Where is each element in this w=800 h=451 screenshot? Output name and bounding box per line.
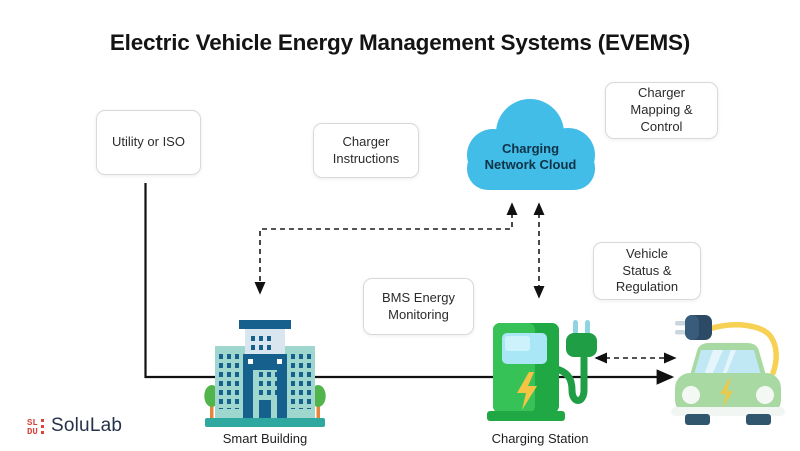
smart-building-icon	[203, 318, 327, 430]
solulab-logo: SL DU SoluLab	[27, 415, 122, 437]
svg-text:SL: SL	[27, 418, 38, 428]
electric-car-icon	[663, 303, 790, 425]
cloud-icon	[467, 99, 595, 190]
charging-network-cloud: Charging Network Cloud	[458, 95, 603, 195]
page-title: Electric Vehicle Energy Management Syste…	[109, 30, 691, 55]
box-vehicle-status-label: Vehicle Status & Regulation	[615, 245, 679, 295]
solulab-logo-text: SoluLab	[51, 415, 123, 436]
charging-station-icon	[485, 312, 605, 427]
box-charger-instructions-label: Charger Instructions	[332, 133, 400, 166]
box-charger-instructions: Charger Instructions	[313, 123, 419, 178]
box-charger-mapping-control: Charger Mapping & Control	[605, 82, 718, 139]
svg-text:DU: DU	[27, 427, 38, 436]
box-charger-mapping-label: Charger Mapping & Control	[630, 85, 693, 134]
cloud-label: Charging Network Cloud	[484, 141, 577, 173]
charging-station-label: Charging Station	[491, 431, 589, 446]
box-bms-energy-monitoring: BMS Energy Monitoring	[363, 278, 474, 335]
box-bms-label: BMS Energy Monitoring	[382, 289, 455, 322]
box-utility-or-iso: Utility or ISO	[96, 110, 201, 175]
box-vehicle-status-regulation: Vehicle Status & Regulation	[593, 242, 701, 300]
box-utility-label: Utility or ISO	[112, 134, 185, 150]
smart-building-label: Smart Building	[222, 431, 308, 446]
solulab-logo-mark-icon: SL DU	[27, 418, 44, 436]
